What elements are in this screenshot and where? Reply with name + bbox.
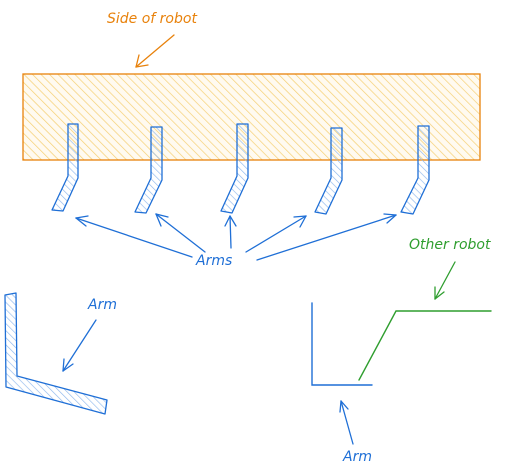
arrow-to-arm-1: [75, 217, 193, 258]
arm-label-left: Arm: [87, 297, 117, 313]
arm-left-arrow: [62, 319, 97, 372]
arms-arrows: [75, 213, 397, 261]
arm-4: [314, 127, 343, 215]
side-of-robot-arrow: [135, 34, 175, 68]
arm-5: [400, 125, 430, 215]
arms-label: Arms: [195, 253, 232, 269]
arm-3: [220, 123, 249, 214]
other-robot-label: Other robot: [409, 237, 491, 253]
arm-l-shape: [4, 292, 108, 415]
side-of-robot-label: Side of robot: [107, 11, 197, 27]
arm-bottom-arrow: [339, 400, 354, 445]
arrow-to-arm-5: [256, 214, 397, 261]
arrow-to-arm-2: [155, 213, 206, 253]
arm-2: [134, 126, 163, 214]
arrow-to-arm-4: [245, 215, 307, 253]
arrow-to-arm-3: [229, 215, 232, 249]
robot-side-rectangle: [22, 73, 481, 161]
other-robot-outline: [358, 310, 492, 381]
arm-label-bottom: Arm: [342, 449, 372, 465]
arm-1: [51, 123, 79, 212]
other-robot-arrow: [434, 261, 456, 300]
arm-thin-l: [311, 302, 373, 386]
